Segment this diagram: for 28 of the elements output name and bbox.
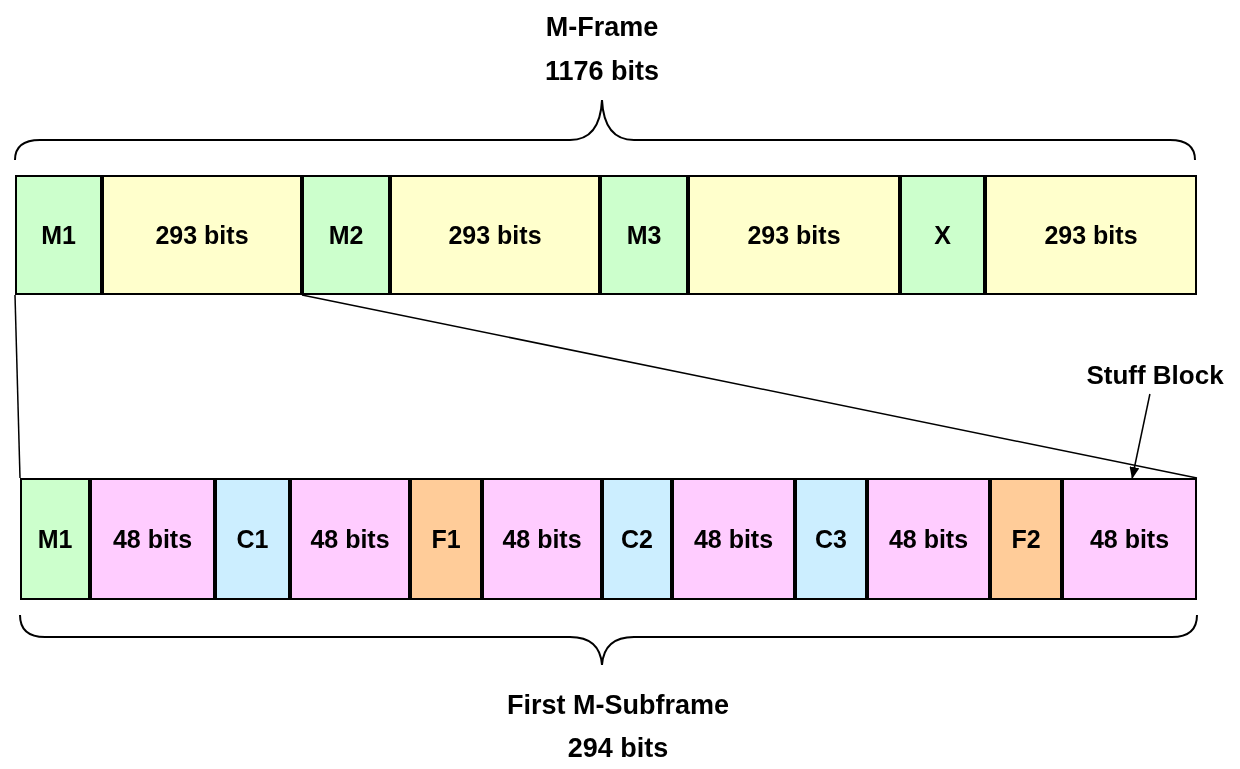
frame-field: F1: [410, 478, 482, 600]
frame-field: 48 bits: [290, 478, 410, 600]
frame-field: 293 bits: [102, 175, 302, 295]
frame-field: M2: [302, 175, 390, 295]
frame-field: M1: [15, 175, 102, 295]
frame-field: X: [900, 175, 985, 295]
frame-field: 293 bits: [985, 175, 1197, 295]
brace-label: M-Frame: [545, 12, 659, 43]
frame-field: 48 bits: [867, 478, 990, 600]
frame-field: 48 bits: [1062, 478, 1197, 600]
frame-field: 48 bits: [90, 478, 215, 600]
frame-field: 293 bits: [390, 175, 600, 295]
frame-field: 48 bits: [672, 478, 795, 600]
connector-line: [14, 294, 21, 479]
frame-field: F2: [990, 478, 1062, 600]
annotation-text: Stuff Block: [1070, 358, 1240, 394]
frame-field: C2: [602, 478, 672, 600]
connector-line: [301, 294, 1198, 479]
brace-label: 1176 bits: [544, 56, 660, 87]
frame-field: 293 bits: [688, 175, 900, 295]
frame-field: 48 bits: [482, 478, 602, 600]
brace-label: 294 bits: [567, 733, 669, 764]
arrow: [1129, 393, 1151, 479]
frame-field: C1: [215, 478, 290, 600]
frame-field: M3: [600, 175, 688, 295]
brace-label: First M-Subframe: [507, 690, 729, 721]
frame-field: C3: [795, 478, 867, 600]
frame-field: M1: [20, 478, 90, 600]
